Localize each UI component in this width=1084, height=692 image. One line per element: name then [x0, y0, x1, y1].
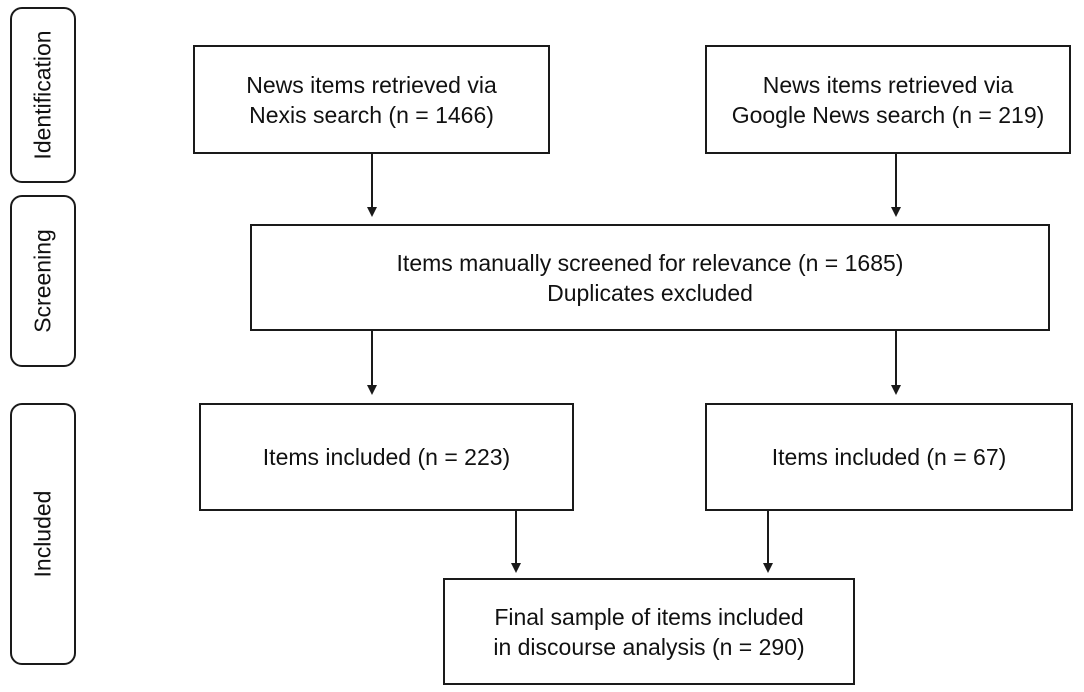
nexis-search-box: News items retrieved via Nexis search (n… [193, 45, 550, 154]
final-sample-line2: in discourse analysis (n = 290) [493, 633, 805, 660]
stage-included-label: Included [29, 490, 56, 578]
google-news-search-box: News items retrieved via Google News sea… [705, 45, 1071, 154]
included-left-box: Items included (n = 223) [199, 403, 574, 511]
included-right-box: Items included (n = 67) [705, 403, 1073, 511]
google-news-search-line2: Google News search (n = 219) [731, 101, 1045, 128]
nexis-search-line2: Nexis search (n = 1466) [249, 101, 494, 128]
stage-screening-label: Screening [29, 229, 56, 333]
final-sample-box: Final sample of items included in discou… [443, 578, 855, 685]
final-sample-line1: Final sample of items included [494, 603, 804, 630]
stage-identification: Identification [10, 7, 76, 183]
stage-included: Included [10, 403, 76, 665]
stage-screening: Screening [10, 195, 76, 367]
screening-box: Items manually screened for relevance (n… [250, 224, 1050, 331]
screening-line1: Items manually screened for relevance (n… [396, 249, 904, 276]
stage-identification-label: Identification [29, 30, 56, 160]
nexis-search-line1: News items retrieved via [246, 71, 497, 98]
screening-line2: Duplicates excluded [547, 279, 753, 306]
included-left-label: Items included (n = 223) [262, 444, 511, 470]
included-right-label: Items included (n = 67) [771, 444, 1007, 470]
google-news-search-line1: News items retrieved via [762, 71, 1014, 98]
